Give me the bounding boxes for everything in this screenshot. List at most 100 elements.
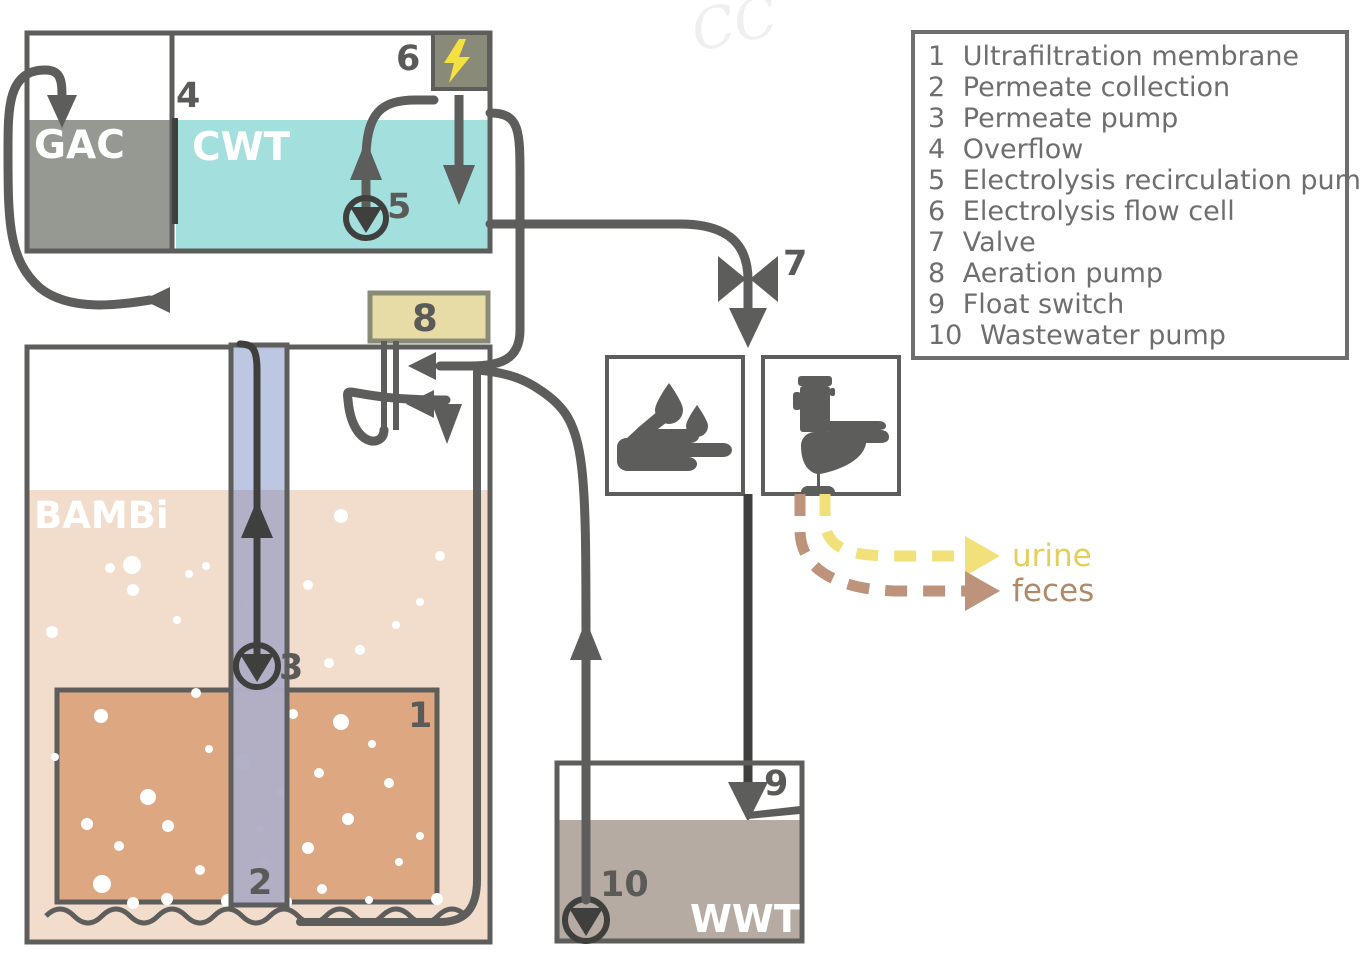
legend-label-2: Permeate collection — [963, 72, 1230, 103]
urine-label: urine — [1012, 538, 1092, 574]
recirculation-flow-arrow — [350, 140, 382, 180]
aeration-return-arrow — [406, 390, 434, 418]
permeate-pump-number: 3 — [279, 648, 303, 688]
gac-tank: GAC — [24, 30, 175, 254]
valve-right-triangle — [750, 256, 778, 302]
aeration-pump-number: 8 — [412, 297, 438, 340]
legend-num-7: 7 — [928, 227, 945, 258]
legend-label-1: Ultrafiltration membrane — [963, 41, 1299, 72]
permeate-flow-arrow — [241, 500, 273, 538]
legend-label-4: Overflow — [963, 134, 1084, 165]
bambi-tank-label: BAMBi — [34, 494, 169, 537]
legend-label-5: Electrolysis recirculation pump — [963, 165, 1362, 196]
pump-3-impeller — [240, 654, 274, 682]
aeration-down-arrow — [432, 404, 462, 444]
float-switch-number: 9 — [764, 764, 788, 804]
wwt-tank-outline — [554, 760, 805, 944]
legend-item-6: 6 Electrolysis flow cell — [928, 196, 1235, 227]
legend-item-4: 4 Overflow — [928, 134, 1083, 165]
pump-10-impeller — [569, 908, 603, 936]
valve-number: 7 — [783, 244, 807, 284]
toilet-station — [761, 355, 901, 496]
legend-num-10: 10 — [928, 320, 962, 351]
toilet-icon — [793, 376, 889, 496]
gac-media-fill — [27, 120, 172, 251]
valve-left-triangle — [718, 256, 746, 302]
cwt-tank: CWT — [169, 30, 493, 254]
bambi-feed-arrowhead — [408, 352, 436, 380]
feces-stream: feces — [794, 494, 1094, 611]
aeration-return-curve — [343, 387, 451, 446]
legend-num-5: 5 — [928, 165, 945, 196]
flow-cell-discharge-arrow — [443, 165, 475, 205]
cwt-water-fill — [176, 120, 490, 251]
valve-outlet-arrow — [729, 308, 767, 348]
valve-7: 7 — [718, 244, 807, 348]
legend-items: 1 Ultrafiltration membrane 2 Permeate co… — [928, 41, 1362, 351]
legend-outline — [911, 30, 1349, 360]
bambi-recirculation-pipe — [296, 362, 481, 926]
wastewater-pump-number: 10 — [600, 865, 649, 905]
handwash-station — [605, 355, 745, 496]
permeate-collection-assembly: 2 3 — [228, 340, 303, 908]
wwt-tank: WWT 9 10 — [554, 760, 805, 944]
legend-item-2: 2 Permeate collection — [928, 72, 1230, 103]
legend-label-3: Permeate pump — [963, 103, 1179, 134]
legend-num-3: 3 — [928, 103, 945, 134]
aeration-pump-8: 8 — [343, 290, 491, 446]
feces-dashed-path — [794, 494, 965, 597]
legend-item-3: 3 Permeate pump — [928, 103, 1178, 134]
pump-5-body — [343, 195, 389, 241]
gac-tank-label: GAC — [34, 123, 125, 168]
toilet-discharge-pipe — [728, 494, 768, 822]
legend-item-8: 8 Aeration pump — [928, 258, 1163, 289]
wwt-liquid-fill — [557, 820, 802, 941]
membrane-number: 1 — [408, 696, 432, 736]
wwt-to-bambi-pipe — [473, 365, 602, 905]
legend-label-9: Float switch — [963, 289, 1124, 320]
overflow-number: 4 — [176, 76, 200, 116]
urine-dashed-path — [819, 494, 965, 562]
handwash-box — [605, 355, 745, 496]
pump-3-body — [233, 642, 281, 690]
electrolysis-loop: 5 6 — [343, 31, 491, 241]
float-switch-blade — [748, 806, 800, 819]
electrolysis-pump-number: 5 — [387, 187, 411, 227]
legend-item-9: 9 Float switch — [928, 289, 1124, 320]
legend-num-6: 6 — [928, 196, 945, 227]
sludge-wavy-line — [44, 906, 468, 926]
wwt-riser-arrow — [570, 620, 602, 660]
legend-label-6: Electrolysis flow cell — [963, 196, 1235, 227]
legend-box: 1 Ultrafiltration membrane 2 Permeate co… — [911, 30, 1362, 360]
feces-label: feces — [1012, 573, 1094, 609]
legend-num-1: 1 — [928, 41, 945, 72]
legend-label-10: Wastewater pump — [980, 320, 1226, 351]
legend-label-8: Aeration pump — [963, 258, 1163, 289]
overflow-weir: 4 — [172, 76, 200, 224]
cwt-tank-label: CWT — [192, 125, 291, 170]
gac-return-arrowhead — [143, 287, 170, 313]
urine-arrowhead — [965, 536, 1000, 576]
cwt-outlet-pipe-to-valve — [485, 219, 753, 285]
legend-item-10: 10 Wastewater pump — [928, 320, 1226, 351]
legend-item-1: 1 Ultrafiltration membrane — [928, 41, 1299, 72]
permeate-collection-number: 2 — [248, 863, 272, 903]
urine-stream: urine — [819, 494, 1092, 576]
flow-cell-number: 6 — [396, 39, 420, 79]
aeration-pump-box — [367, 290, 491, 344]
legend-num-2: 2 — [928, 72, 945, 103]
float-switch-9: 9 — [748, 764, 800, 819]
toilet-discharge-arrow — [728, 782, 768, 822]
handwash-icon — [617, 383, 732, 471]
gac-inlet-arrowhead — [47, 95, 77, 128]
permeate-riser-pipe — [236, 340, 261, 672]
feces-arrowhead — [965, 571, 1000, 611]
wwt-tank-label: WWT — [690, 897, 800, 941]
legend-num-4: 4 — [928, 134, 945, 165]
gac-inlet-pipe — [3, 65, 170, 313]
legend-item-7: 7 Valve — [928, 227, 1036, 258]
legend-label-7: Valve — [963, 227, 1036, 258]
legend-num-8: 8 — [928, 258, 945, 289]
